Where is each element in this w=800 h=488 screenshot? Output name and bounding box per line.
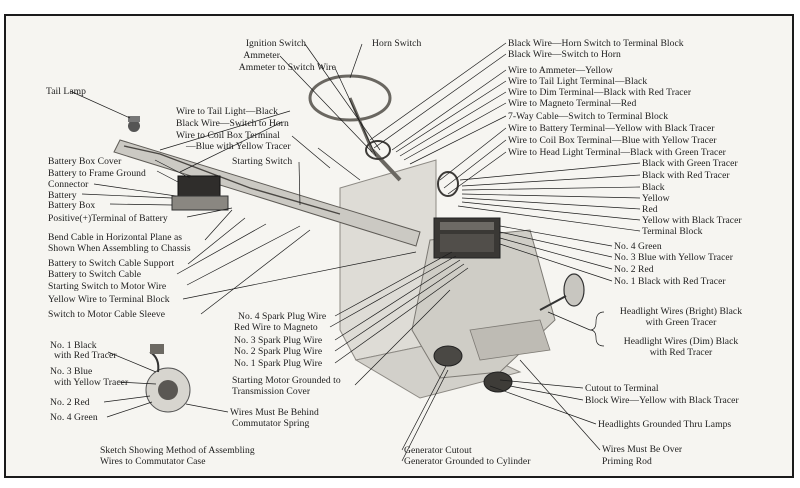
generator-drawing (433, 345, 513, 393)
label-no2-spark-plug-wire: No. 2 Spark Plug Wire (234, 346, 323, 357)
tail-lamp-drawing (128, 116, 140, 132)
label-sketch-no3-tracer: with Yellow Tracer (54, 377, 129, 388)
label-horn-switch: Horn Switch (372, 38, 422, 49)
label-battery-to-frame-ground: Battery to Frame Ground (48, 168, 146, 179)
label-block-wire-yellow-black: Block Wire—Yellow with Black Tracer (585, 395, 739, 406)
label-tb-black-green: Black with Green Tracer (642, 158, 738, 169)
leader-lines (69, 42, 641, 462)
label-generator-grounded: Generator Grounded to Cylinder (404, 456, 531, 467)
label-black-wire-horn-to-terminal-block: Black Wire—Horn Switch to Terminal Block (508, 38, 684, 49)
label-tb-black-red: Black with Red Tracer (642, 170, 730, 181)
label-wires-must-be-over: Wires Must Be Over (602, 444, 683, 455)
label-battery-to-frame-ground-connector: Connector (48, 179, 89, 190)
label-ammeter: Ammeter (243, 50, 280, 61)
battery-box-drawing (171, 175, 229, 211)
label-starting-switch: Starting Switch (232, 156, 293, 167)
label-wire-to-head-light-terminal: Wire to Head Light Terminal—Black with G… (508, 147, 726, 158)
label-wire-to-magneto-terminal: Wire to Magneto Terminal—Red (508, 98, 637, 109)
label-yellow-wire-to-terminal-block: Yellow Wire to Terminal Block (48, 294, 170, 305)
label-ignition-switch: Ignition Switch (245, 38, 306, 49)
label-tb-red: Red (642, 204, 658, 215)
label-black-wire-switch-to-horn: Black Wire—Switch to Horn (176, 118, 289, 129)
label-transmission-cover: Transmission Cover (232, 386, 311, 397)
label-wire-to-tail-light: Wire to Tail Light—Black (176, 106, 279, 117)
terminal-block-coil (365, 140, 459, 197)
label-wire-to-battery-terminal: Wire to Battery Terminal—Yellow with Bla… (508, 123, 715, 134)
label-wire-to-ammeter: Wire to Ammeter—Yellow (508, 65, 613, 76)
label-generator-cutout: Generator Cutout (404, 445, 472, 456)
label-ammeter-to-switch-wire: Ammeter to Switch Wire (238, 62, 336, 73)
label-sketch-no1: No. 1 Black (50, 340, 97, 351)
label-battery-to-switch-cable: Battery to Switch Cable (48, 269, 142, 280)
commutator-sketch (145, 344, 191, 413)
label-battery: Battery (48, 190, 77, 201)
label-priming-rod: Priming Rod (602, 456, 652, 467)
label-wire-to-coil-box-terminal: Wire to Coil Box Terminal—Blue with Yell… (508, 135, 717, 146)
label-battery-box: Battery Box (48, 200, 96, 211)
engine-body (411, 229, 556, 379)
label-wires-must-be-behind: Wires Must Be Behind (230, 407, 319, 418)
label-switch-to-motor-cable-sleeve: Switch to Motor Cable Sleeve (48, 309, 166, 320)
label-wire-to-coil-box-color: —Blue with Yellow Tracer (186, 141, 291, 152)
label-headlight-bright: Headlight Wires (Bright) Black (619, 306, 743, 317)
label-no3-blue-yellow: No. 3 Blue with Yellow Tracer (614, 252, 733, 263)
label-black-wire-switch-to-horn-top: Black Wire—Switch to Horn (508, 49, 621, 60)
label-no4-green: No. 4 Green (614, 241, 662, 252)
label-no4-spark-plug-wire: No. 4 Spark Plug Wire (238, 311, 327, 322)
label-battery-box-cover: Battery Box Cover (48, 156, 122, 167)
label-sketch-no4: No. 4 Green (50, 412, 98, 423)
label-tb-yellow-black: Yellow with Black Tracer (642, 215, 742, 226)
label-no1-spark-plug-wire: No. 1 Spark Plug Wire (234, 358, 323, 369)
label-sketch-caption-2: Wires to Commutator Case (100, 456, 206, 467)
label-sketch-no1-tracer: with Red Tracer (54, 350, 117, 361)
label-tb-yellow: Yellow (642, 193, 670, 204)
label-cutout-to-terminal: Cutout to Terminal (585, 383, 659, 394)
label-red-wire-to-magneto: Red Wire to Magneto (234, 322, 318, 333)
label-starting-switch-to-motor-wire: Starting Switch to Motor Wire (48, 281, 167, 292)
label-terminal-block: Terminal Block (642, 226, 703, 237)
label-tail-lamp: Tail Lamp (46, 86, 87, 97)
label-battery-to-switch-cable-support: Battery to Switch Cable Support (48, 258, 175, 269)
label-headlight-dim-2: with Red Tracer (649, 347, 713, 358)
label-seven-way-cable: 7-Way Cable—Switch to Terminal Block (508, 111, 669, 122)
label-bend-cable-2: Shown When Assembling to Chassis (48, 243, 191, 254)
label-sketch-no2: No. 2 Red (50, 397, 90, 408)
label-wire-to-dim-terminal: Wire to Dim Terminal—Black with Red Trac… (508, 87, 692, 98)
label-positive-terminal: Positive(+)Terminal of Battery (48, 213, 168, 224)
label-no2-red: No. 2 Red (614, 264, 654, 275)
label-wire-to-tail-light-terminal: Wire to Tail Light Terminal—Black (508, 76, 648, 87)
coil-box (433, 217, 501, 259)
label-bend-cable: Bend Cable in Horizontal Plane as (48, 232, 183, 243)
label-commutator-spring: Commutator Spring (232, 418, 310, 429)
label-no1-black-red: No. 1 Black with Red Tracer (614, 276, 726, 287)
headlight-drawing (539, 273, 585, 311)
label-sketch-no3: No. 3 Blue (50, 366, 93, 377)
label-wire-to-coil-box: Wire to Coil Box Terminal (176, 130, 280, 141)
label-headlight-bright-2: with Green Tracer (645, 317, 717, 328)
label-tb-black: Black (642, 182, 665, 193)
label-starting-motor-grounded: Starting Motor Grounded to (232, 375, 341, 386)
label-sketch-caption: Sketch Showing Method of Assembling (100, 445, 255, 456)
label-no3-spark-plug-wire: No. 3 Spark Plug Wire (234, 335, 323, 346)
label-headlights-grounded: Headlights Grounded Thru Lamps (598, 419, 732, 430)
label-headlight-dim: Headlight Wires (Dim) Black (623, 336, 739, 347)
